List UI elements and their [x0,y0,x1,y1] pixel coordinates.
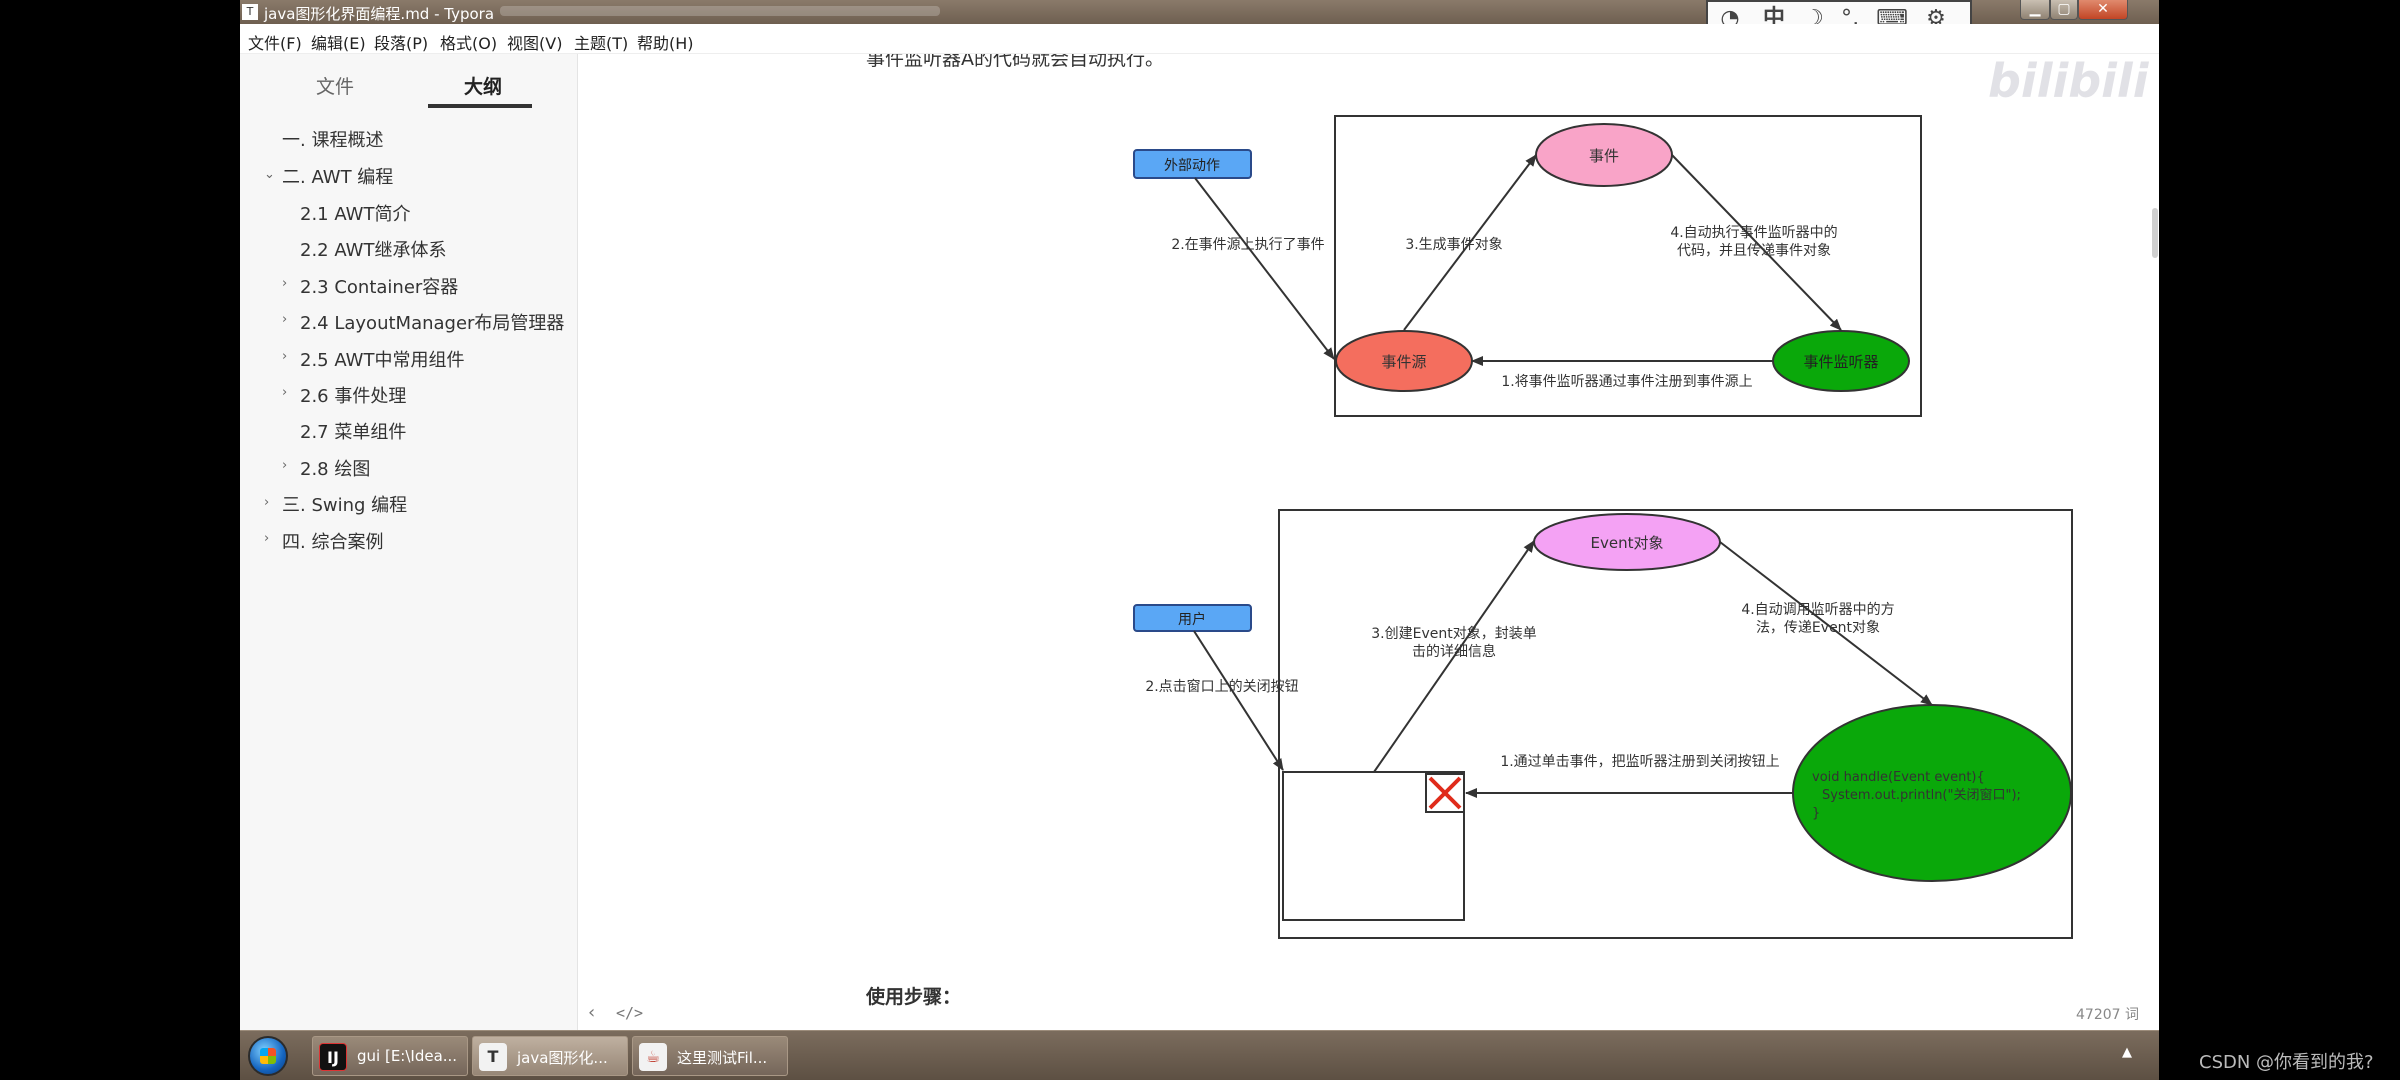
intellij-icon: IJ [319,1043,347,1071]
step3-label-line1: 3.创建Event对象，封装单 [1371,626,1536,642]
event-object-label: Event对象 [1591,534,1664,552]
step2-label: 2.点击窗口上的关闭按钮 [1145,678,1298,695]
external-action-label: 外部动作 [1164,158,1220,174]
arrow-action-to-source [1194,177,1335,360]
event-listener-label: 事件监听器 [1803,353,1878,371]
step1-label: 1.将事件监听器通过事件注册到事件源上 [1501,374,1752,390]
menu-format[interactable]: 格式(O) [440,34,498,53]
menu-theme[interactable]: 主题(T) [574,34,629,53]
outline-item[interactable]: 2.3 Container容器 [300,277,459,298]
menu-edit[interactable]: 编辑(E) [311,34,366,53]
step4-label-line1: 4.自动调用监听器中的方 [1741,602,1894,618]
code-line-3: } [1812,806,1820,821]
outline-item[interactable]: 2.8 绘图 [300,459,371,480]
user-box [1133,604,1252,632]
outline-item[interactable]: 2.7 菜单组件 [300,422,407,443]
screen: T java图形化界面编程.md - Typora ▁ ▢ ✕ ◔ 中 ☽ °,… [240,0,2159,1080]
step3-label: 3.生成事件对象 [1405,237,1502,253]
event-label: 事件 [1589,147,1619,165]
back-icon[interactable]: ‹ [588,1002,596,1023]
code-line-2: System.out.println("关闭窗口"); [1822,787,2021,803]
external-action-box [1133,149,1252,179]
outline-item[interactable]: 2.1 AWT简介 [300,204,411,225]
typora-app-icon: T [242,4,258,20]
chevron-right-icon[interactable]: › [282,385,288,400]
outline-item[interactable]: 2.5 AWT中常用组件 [300,350,465,371]
taskbar-item-intellij[interactable]: IJ gui [E:\Idea... [312,1036,468,1076]
event-diagrams: 外部动作 事件 事件源 事件监听器 2.在事件源上执行了事件 3.生成事件对象 … [1133,115,2073,939]
typora-icon: T [479,1043,507,1071]
menu-help[interactable]: 帮助(H) [637,34,694,53]
word-count[interactable]: 47207 词 [2076,1007,2139,1023]
chevron-right-icon[interactable]: › [282,349,288,364]
minimize-button[interactable]: ▁ [2020,0,2050,20]
close-x-stroke-b [1428,776,1462,810]
chevron-down-icon[interactable]: ⌄ [264,167,275,182]
arrow-source-to-event [1403,154,1537,331]
step4-label-line2: 代码，并且传递事件对象 [1677,243,1831,259]
sidebar: 文件 大纲 一. 课程概述 ⌄ 二. AWT 编程 2.1 AWT简介 2.2 … [240,54,578,1030]
outline-item[interactable]: 2.4 LayoutManager布局管理器 [300,313,565,334]
taskbar-item-label: java图形化... [517,1049,608,1067]
chevron-right-icon[interactable]: › [282,276,288,291]
chevron-right-icon[interactable]: › [282,458,288,473]
diagram-close-button-example: 用户 Event对象 void handle(Event event){ Sys… [1133,509,2073,939]
csdn-watermark: CSDN @你看到的我? [2199,1052,2374,1073]
source-code-icon[interactable]: </> [616,1004,644,1022]
java-icon: ☕ [639,1043,667,1071]
taskbar-item-label: gui [E:\Idea... [357,1047,458,1065]
arrow-window-to-event [1373,540,1535,773]
menu-paragraph[interactable]: 段落(P) [374,34,429,53]
arrow-event-to-listener [1719,541,1933,706]
active-tab-indicator [428,104,532,108]
taskbar-item-label: 这里测试Fil... [677,1049,768,1067]
outline-item[interactable]: 四. 综合案例 [282,532,384,553]
chevron-right-icon[interactable]: › [264,531,270,546]
menu-bar: 文件(F) 编辑(E) 段落(P) 格式(O) 视图(V) 主题(T) 帮助(H… [240,24,2159,54]
step1-label: 1.通过单击事件，把监听器注册到关闭按钮上 [1500,754,1779,770]
editor-footer: ‹ </> 47207 词 [578,998,2159,1030]
section-heading: 使用步骤： [866,986,962,1008]
paragraph-text: 事件监听器A的代码就会自动执行。 [866,54,1164,70]
diagram-event-model: 外部动作 事件 事件源 事件监听器 2.在事件源上执行了事件 3.生成事件对象 … [1133,115,1922,417]
arrow-event-to-listener [1671,154,1842,331]
step3-label-line2: 击的详细信息 [1412,643,1496,660]
tray-expand-icon[interactable]: ▲ [2122,1045,2132,1060]
tab-files[interactable]: 文件 [316,76,355,98]
taskbar: IJ gui [E:\Idea... T java图形化... ☕ 这里测试Fi… [240,1030,2159,1080]
arrow-user-to-window [1193,630,1284,771]
code-line-1: void handle(Event event){ [1812,770,1985,785]
editor-content[interactable]: 事件监听器A的代码就会自动执行。 bilibili 外部动作 事件 事件源 事件… [578,54,2159,1030]
taskbar-item-typora[interactable]: T java图形化... [472,1036,628,1076]
close-button[interactable]: ✕ [2078,0,2128,20]
title-path-blur [500,6,940,16]
step2-label: 2.在事件源上执行了事件 [1171,237,1324,253]
outline-item[interactable]: 一. 课程概述 [282,130,384,151]
taskbar-item-java[interactable]: ☕ 这里测试Fil... [632,1036,788,1076]
tab-outline[interactable]: 大纲 [464,76,503,98]
user-label: 用户 [1178,611,1206,628]
window-title: java图形化界面编程.md - Typora [264,5,495,23]
maximize-button[interactable]: ▢ [2050,0,2078,20]
step4-label-line1: 4.自动执行事件监听器中的 [1670,225,1837,241]
start-button[interactable] [248,1036,288,1076]
outline-item[interactable]: 2.6 事件处理 [300,386,407,407]
chevron-right-icon[interactable]: › [282,312,288,327]
event-source-label: 事件源 [1381,353,1426,371]
outline-item[interactable]: 三. Swing 编程 [282,495,408,516]
chevron-right-icon[interactable]: › [264,495,270,510]
outline-item[interactable]: 二. AWT 编程 [282,167,394,188]
outline-item[interactable]: 2.2 AWT继承体系 [300,240,447,261]
menu-view[interactable]: 视图(V) [507,34,563,53]
menu-file[interactable]: 文件(F) [248,34,302,53]
bilibili-watermark: bilibili [1988,54,2149,108]
step4-label-line2: 法，传递Event对象 [1756,620,1880,636]
scrollbar-thumb[interactable] [2152,208,2158,258]
